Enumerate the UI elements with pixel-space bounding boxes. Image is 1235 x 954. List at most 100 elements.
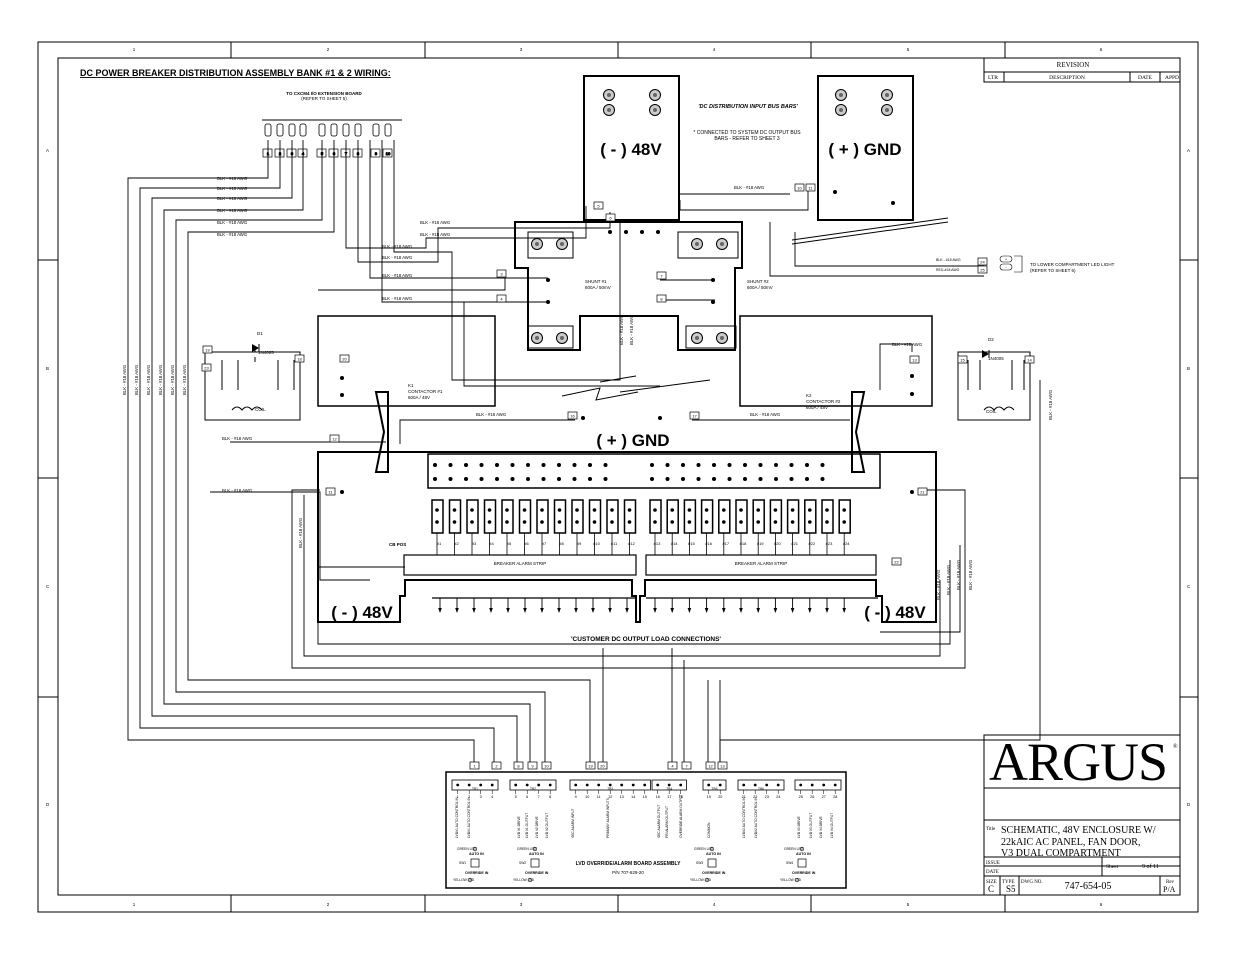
circuit-breaker: #10	[588, 499, 602, 555]
cxcm-pin-box	[262, 148, 273, 158]
terminal-dot	[910, 374, 914, 378]
led-polarity: +	[1005, 257, 1008, 262]
cxcm-pin	[299, 123, 307, 137]
breaker-position-label: #21	[791, 541, 798, 546]
terminal-dot	[910, 490, 914, 494]
wire-terminal-marker	[705, 761, 716, 770]
circuit-breaker: #18	[735, 499, 748, 555]
bolt-center	[720, 242, 724, 246]
svg-text:OVERRIDE IN: OVERRIDE IN	[702, 871, 726, 875]
wire-terminal-marker	[977, 265, 988, 274]
load-output-arrow	[722, 608, 726, 613]
gnd-output-bus	[427, 453, 881, 489]
wire-label-vertical: BLK - #18 AWG	[122, 364, 127, 395]
breaker-position-label: #8	[559, 541, 564, 546]
cxcm-pin-box	[286, 148, 297, 158]
circuit-breaker: #2	[448, 499, 462, 555]
breaker-position-label: #7	[542, 541, 547, 546]
gnd-bus-hole	[541, 463, 546, 467]
wire-terminal-marker	[891, 557, 902, 566]
bolt-center	[653, 93, 657, 97]
circuit-breaker: #19	[752, 499, 765, 555]
load-output-arrow	[472, 608, 476, 613]
wire-label: BLK - #18 AWG	[382, 255, 413, 260]
svg-text:SW1: SW1	[459, 861, 466, 865]
wire-terminal-number: 20	[600, 764, 605, 769]
wire-label: BLK - #18 AWG	[892, 342, 923, 347]
coil-circuit-k1	[204, 347, 301, 421]
wire-terminal-number: 23	[204, 366, 209, 371]
load-output-arrow	[591, 608, 595, 613]
gnd-bus-hole	[510, 463, 515, 467]
lvd-pin-label: COMMON	[707, 822, 711, 838]
gnd-bus-hole	[727, 463, 732, 467]
wire-terminal-marker	[681, 761, 692, 770]
bolt-center	[653, 108, 657, 112]
wire-label-vertical: BLK - #18 AWG	[946, 564, 951, 595]
lvd-pin-label: LVD #4 DRIVE	[819, 815, 823, 838]
gnd-bus-hole	[650, 477, 654, 481]
load-distribution-frame	[317, 451, 937, 623]
gnd-bus-hole	[758, 463, 763, 467]
gnd-bus-hole	[479, 477, 484, 481]
bolt-center	[885, 108, 889, 112]
wire-terminal-marker	[957, 355, 968, 364]
title-block	[983, 734, 1181, 896]
terminal-dot	[581, 416, 585, 420]
cxcm-pin	[276, 123, 284, 137]
gnd-bus-hole	[448, 463, 453, 467]
wire-terminal-marker	[496, 269, 507, 278]
contactor-k2	[739, 315, 933, 407]
svg-text:SW4: SW4	[786, 861, 793, 865]
load-output-arrow	[773, 608, 778, 613]
circuit-breaker: #23	[821, 499, 834, 555]
wire-label: BLK - #18 AWG	[217, 220, 248, 225]
bolt-center	[560, 336, 564, 340]
terminal-dot	[340, 393, 344, 397]
gnd-bus-hole	[696, 463, 701, 467]
circuit-breaker: #17	[718, 499, 731, 555]
breaker-alarm-strip-right	[645, 554, 877, 576]
wire-label-vertical: BLK - #18 AWG	[629, 314, 634, 345]
wire-label-vertical: BLK - #18 AWG	[298, 517, 303, 548]
terminal-dot	[546, 300, 550, 304]
bolt-center	[695, 336, 699, 340]
bolt-center	[839, 108, 843, 112]
diode-symbol	[982, 350, 989, 358]
lvd-board	[445, 771, 847, 889]
wire-terminal-marker	[794, 183, 805, 192]
gnd-bus-hole	[727, 477, 732, 481]
gnd-bus-hole	[712, 463, 716, 467]
cxcm-pin-box	[274, 148, 285, 158]
wire-terminal-number: 12	[708, 764, 713, 769]
lvd-pin-number: 5	[515, 795, 517, 799]
lvd-pin-number: 25	[799, 795, 803, 799]
gnd-bus-hole	[433, 463, 437, 467]
breaker-position-label: #12	[628, 541, 635, 546]
lvd-block-name: TB6	[758, 787, 764, 791]
wire-terminal-number: 16	[570, 414, 575, 419]
circuit-breaker: #20	[769, 499, 783, 555]
breaker-position-label: #6	[524, 541, 529, 546]
svg-text:GREEN LED: GREEN LED	[517, 847, 537, 851]
gnd-bus-bar	[817, 75, 914, 221]
wire-terminal-number: 15	[960, 358, 965, 363]
lvd-pin-number: 11	[597, 795, 601, 799]
wire-terminal-number: 13	[912, 358, 917, 363]
wire-label-vertical: BLK - #18 AWG	[619, 314, 624, 345]
wire-label: BLK - #18 AWG	[382, 273, 413, 278]
gnd-bus-hole	[789, 477, 794, 481]
circuit-breaker: #4	[483, 499, 497, 555]
terminal-dot	[640, 230, 644, 234]
load-output-arrow	[842, 608, 846, 613]
svg-text:AUTO IN: AUTO IN	[706, 852, 721, 856]
load-output-arrow	[608, 608, 612, 613]
svg-text:GREEN LED: GREEN LED	[694, 847, 714, 851]
wire-terminal-number: 10	[544, 764, 549, 769]
svg-text:OVERRIDE IN: OVERRIDE IN	[792, 871, 816, 875]
cxcm-pin-box	[352, 148, 363, 158]
circuit-breaker: #5	[501, 499, 514, 555]
cxcm-pin	[372, 123, 380, 137]
